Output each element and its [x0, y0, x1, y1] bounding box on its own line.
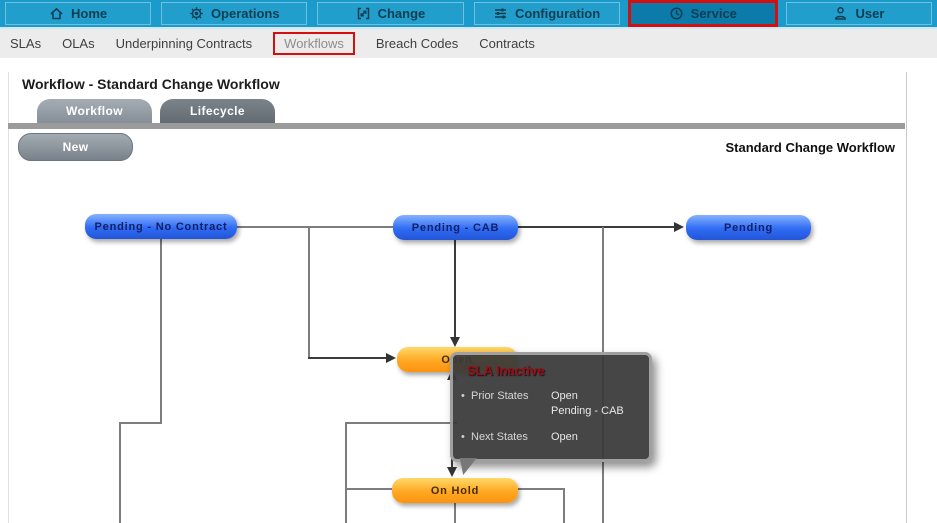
nav-tab-home[interactable]: Home: [5, 2, 152, 25]
nav-tab-configuration[interactable]: Configuration: [473, 2, 620, 25]
nav-tab-service[interactable]: Service: [627, 0, 778, 27]
subnav-item-olas[interactable]: OLAs: [62, 36, 95, 51]
connector-line: [345, 422, 347, 523]
arrowhead: [450, 337, 460, 347]
connector-line: [345, 488, 392, 490]
sub-navbar: SLAs OLAs Underpinning Contracts Workflo…: [0, 29, 937, 58]
workflow-name-label: Standard Change Workflow: [725, 140, 896, 155]
nav-tab-operations[interactable]: Operations: [161, 2, 308, 25]
subnav-item-breach-codes[interactable]: Breach Codes: [375, 36, 459, 51]
home-icon: [49, 6, 64, 21]
user-icon: [833, 6, 848, 21]
tooltip-row-prior-states: • Prior States Open Pending - CAB: [461, 390, 624, 417]
connector-line: [160, 239, 162, 424]
subnav-item-contracts[interactable]: Contracts: [479, 36, 535, 51]
operations-icon: [189, 6, 204, 21]
change-icon: [356, 6, 371, 21]
nav-tab-label: Home: [71, 6, 108, 21]
tab-lifecycle[interactable]: Lifecycle: [160, 99, 275, 123]
connector-line: [563, 488, 565, 523]
node-pending-no-contract[interactable]: Pending - No Contract: [85, 214, 237, 239]
node-on-hold[interactable]: On Hold: [392, 478, 518, 503]
connector-line: [119, 422, 162, 424]
subnav-item-workflows[interactable]: Workflows: [273, 32, 355, 55]
nav-tab-label: User: [855, 6, 885, 21]
service-icon: [669, 6, 684, 21]
subnav-item-slas[interactable]: SLAs: [10, 36, 42, 51]
arrowhead: [674, 222, 684, 232]
nav-tab-change[interactable]: Change: [317, 2, 464, 25]
connector-line: [119, 422, 121, 523]
tooltip-row-next-states: • Next States Open: [461, 431, 578, 443]
connector-line: [518, 488, 565, 490]
subnav-item-underpinning-contracts[interactable]: Underpinning Contracts: [115, 36, 253, 51]
node-pending-cab[interactable]: Pending - CAB: [393, 215, 518, 240]
connector-line: [518, 226, 676, 228]
connector-line: [237, 226, 393, 228]
new-button[interactable]: New: [18, 133, 133, 161]
arrowhead: [447, 467, 457, 477]
node-pending[interactable]: Pending: [686, 215, 811, 240]
connector-line: [308, 226, 310, 358]
connector-line: [345, 422, 457, 424]
nav-tab-user[interactable]: User: [785, 2, 933, 25]
nav-tab-label: Operations: [210, 6, 280, 21]
connector-line: [454, 240, 456, 338]
nav-tab-label: Configuration: [514, 6, 601, 21]
top-navbar: Home Operations Change Configuration Ser…: [0, 0, 937, 29]
bullet-icon: •: [461, 390, 465, 402]
nav-tab-label: Change: [377, 6, 426, 21]
tooltip-title: SLA Inactive: [467, 363, 545, 378]
tooltip-pointer: [456, 458, 477, 475]
connector-line: [454, 503, 456, 523]
page-title: Workflow - Standard Change Workflow: [22, 76, 280, 92]
tab-workflow[interactable]: Workflow: [37, 99, 152, 123]
bullet-icon: •: [461, 431, 465, 443]
configuration-icon: [493, 6, 508, 21]
nav-tab-label: Service: [690, 6, 737, 21]
tab-underline-bar: [8, 123, 905, 129]
arrowhead: [386, 353, 396, 363]
sla-tooltip: SLA Inactive • Prior States Open Pending…: [450, 352, 652, 475]
connector-line: [308, 357, 388, 359]
